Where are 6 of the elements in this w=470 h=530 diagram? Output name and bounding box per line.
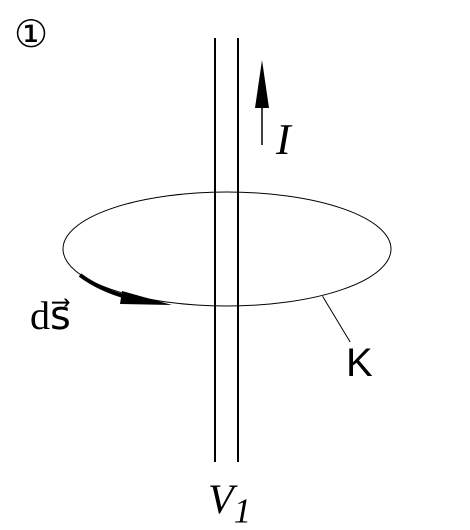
volume-label: V$_{1}$ [208, 476, 252, 530]
callout-number: ① [14, 12, 48, 56]
current-label: I [276, 114, 291, 165]
leader-line [322, 296, 351, 342]
vector-label: ds⃗ [30, 292, 71, 339]
part-label: K [346, 342, 380, 384]
